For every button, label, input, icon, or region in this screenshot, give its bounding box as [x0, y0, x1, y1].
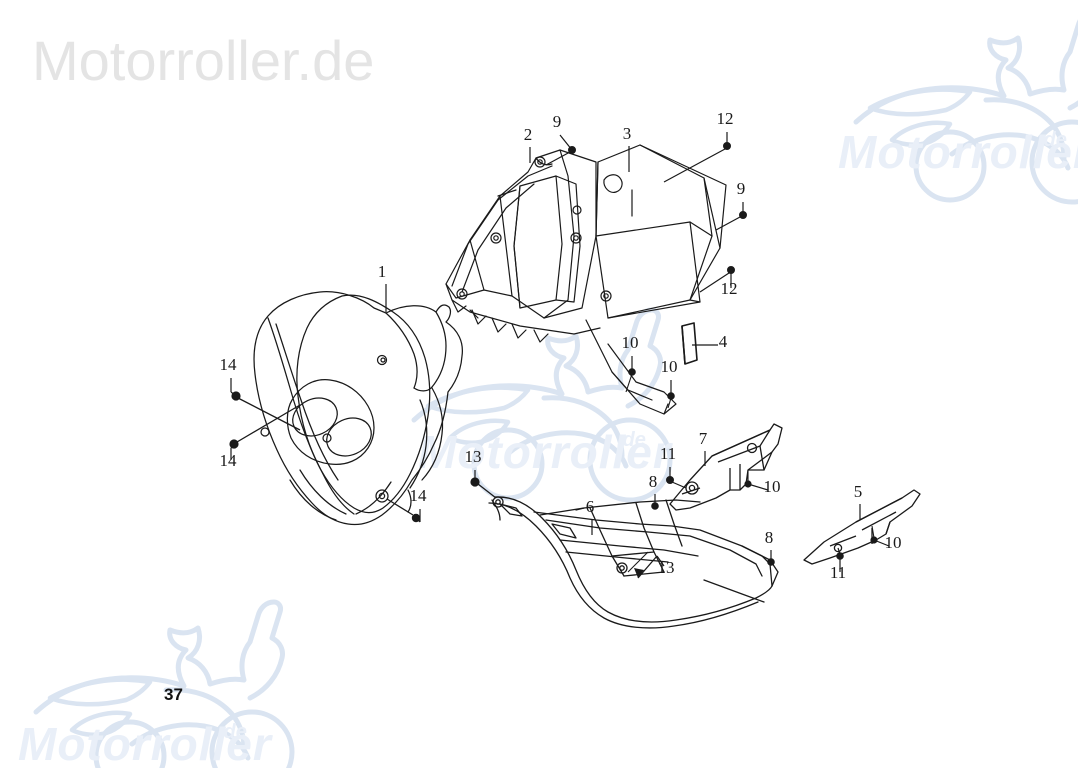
watermark-center-suffix: .de	[617, 429, 646, 451]
callout-number-label: 8	[649, 472, 658, 491]
callout-number-label: 12	[717, 109, 734, 128]
callout-screw-13: 13	[465, 447, 482, 482]
part-drawing-emblem-plate	[681, 322, 698, 365]
callout-number-label: 14	[220, 355, 238, 374]
callout-inner-leg-shield-left: 2	[524, 125, 533, 163]
part-drawing-front-fairing	[253, 291, 464, 526]
callout-clip-10: 10	[873, 533, 902, 552]
callout-number-label: 9	[553, 112, 562, 131]
callout-number-label: 13	[465, 447, 482, 466]
callout-number-label: 10	[622, 333, 639, 352]
callout-number-label: 5	[854, 482, 863, 501]
callout-leader-line	[559, 134, 573, 151]
callout-number-label: 10	[885, 533, 902, 552]
callout-number-label: 13	[658, 558, 675, 577]
callout-leader-line	[747, 483, 769, 491]
callout-screw-14: 14	[410, 486, 428, 522]
callout-number-label: 10	[764, 477, 781, 496]
callout-emblem-plate: 4	[692, 332, 728, 351]
watermark-center: Motorroller .de	[414, 310, 673, 500]
callout-leader-line	[873, 539, 890, 547]
watermark-top-left-text: Motorroller.de	[32, 29, 374, 92]
callout-screw-14: 14	[220, 355, 238, 392]
watermark-center-text: Motorroller	[418, 426, 673, 478]
callout-screw-9: 9	[553, 112, 573, 151]
callout-number-label: 11	[660, 444, 676, 463]
callout-number-label: 8	[765, 528, 774, 547]
callout-number-label: 6	[586, 497, 595, 516]
callout-screw-12: 12	[721, 270, 738, 298]
callout-screw-8: 8	[649, 472, 658, 506]
watermark-top-right-suffix: .de	[1038, 129, 1067, 151]
callout-front-fairing-cover: 1	[378, 262, 387, 312]
callout-number-label: 10	[661, 357, 678, 376]
callout-screw-13: 13	[656, 555, 675, 577]
watermark-top-right: Motorroller .de	[838, 12, 1078, 202]
callout-number-label: 9	[737, 179, 746, 198]
callout-screw-12: 12	[717, 109, 734, 146]
callout-floor-panel: 6	[586, 497, 595, 535]
callout-leader-line	[656, 555, 665, 567]
callout-side-trim-strip-left: 7	[699, 429, 708, 466]
callout-number-label: 12	[721, 279, 738, 298]
callout-rivet-11: 11	[660, 444, 676, 480]
callout-side-trim-strip-right: 5	[854, 482, 863, 520]
callout-rivet-11: 11	[830, 556, 846, 582]
callout-number-label: 14	[220, 451, 238, 470]
part-drawing-side-trim-right	[803, 489, 921, 565]
callout-screw-14: 14	[220, 448, 238, 470]
callout-number-label: 2	[524, 125, 533, 144]
callout-number-label: 14	[410, 486, 428, 505]
callout-number-label: 11	[830, 563, 846, 582]
callout-number-label: 1	[378, 262, 387, 281]
callout-clip-10: 10	[661, 357, 678, 396]
callout-number-label: 7	[699, 429, 708, 448]
watermark-bottom-left-suffix: .de	[218, 721, 247, 743]
callout-inner-leg-shield-right: 3	[623, 124, 632, 172]
callout-number-label: 3	[623, 124, 632, 143]
fastener-callouts	[229, 142, 878, 579]
watermark-top-left: Motorroller.de	[32, 29, 374, 92]
part-drawing-side-trim-left	[669, 423, 783, 511]
part-drawing-inner-leg-shield	[445, 144, 727, 415]
callout-number-label: 4	[719, 332, 728, 351]
callout-screw-9: 9	[737, 179, 746, 215]
watermark-bottom-left-text: Motorroller	[18, 718, 273, 768]
callout-screw-8: 8	[765, 528, 774, 562]
callout-clip-10: 10	[747, 477, 781, 496]
callout-clip-10: 10	[622, 333, 639, 372]
watermark-top-right-text: Motorroller	[838, 126, 1078, 178]
watermark-bottom-left: Motorroller .de	[18, 602, 292, 768]
page-number: 37	[164, 685, 183, 704]
